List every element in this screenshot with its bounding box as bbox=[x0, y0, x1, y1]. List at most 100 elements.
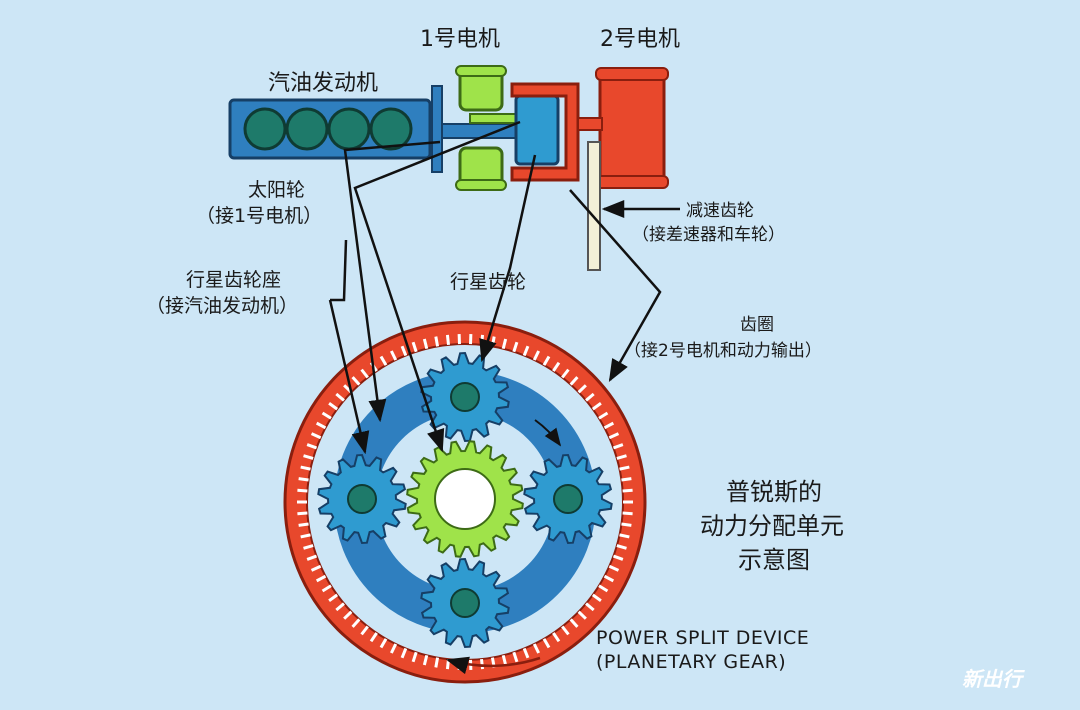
ring-tooth bbox=[569, 376, 579, 386]
ring-tooth bbox=[298, 522, 309, 527]
ring-tooth bbox=[561, 368, 570, 379]
ring-tooth bbox=[434, 657, 440, 668]
ring-tooth bbox=[577, 384, 587, 394]
title-line-2: 动力分配单元 bbox=[700, 512, 844, 540]
english-title-line-2: (PLANETARY GEAR) bbox=[596, 651, 786, 673]
ring-tooth bbox=[400, 647, 408, 659]
ring-tooth bbox=[411, 341, 418, 353]
engine-block bbox=[228, 98, 432, 160]
ring-tooth bbox=[577, 610, 587, 620]
ring-tooth bbox=[622, 488, 633, 493]
ring-tooth bbox=[400, 345, 408, 357]
ring-tooth bbox=[598, 411, 609, 420]
ring-tooth bbox=[512, 651, 519, 663]
ring-tooth bbox=[445, 334, 450, 346]
carrier-note: （接汽油发动机） bbox=[146, 295, 298, 317]
rotation-arrow-ring bbox=[445, 656, 541, 675]
ring-tooth bbox=[315, 421, 327, 430]
ring-tooth bbox=[585, 392, 595, 402]
title-line-3: 示意图 bbox=[738, 546, 810, 574]
ring-tooth bbox=[360, 368, 369, 379]
ring-tooth bbox=[561, 625, 570, 636]
sun-gear bbox=[406, 440, 524, 558]
watermark-logo: 新出行 bbox=[962, 667, 1025, 691]
reduction-gear-label: 减速齿轮 bbox=[686, 201, 754, 221]
ring-tooth bbox=[300, 465, 311, 471]
engine-label: 汽油发动机 bbox=[268, 71, 378, 96]
title-line-1: 普锐斯的 bbox=[726, 478, 822, 506]
ring-tooth bbox=[522, 647, 530, 659]
sun-gear-label: 太阳轮 bbox=[248, 179, 305, 201]
ring-tooth bbox=[480, 334, 485, 346]
planet-gear-label: 行星齿轮 bbox=[450, 271, 526, 293]
ring-tooth bbox=[306, 443, 318, 450]
ring-tooth bbox=[298, 477, 309, 482]
planet-hub bbox=[450, 382, 480, 412]
ring-tooth bbox=[297, 511, 308, 516]
ring-tooth bbox=[335, 392, 345, 402]
ring-tooth bbox=[351, 376, 361, 386]
ring-tooth bbox=[335, 602, 345, 612]
ring-tooth bbox=[379, 638, 388, 649]
motor2-label: 2号电机 bbox=[600, 27, 680, 52]
ring-tooth bbox=[501, 654, 508, 666]
ring-tooth bbox=[612, 443, 624, 450]
motor2-block bbox=[577, 67, 669, 189]
planet-hub bbox=[450, 588, 480, 618]
ring-tooth bbox=[411, 651, 418, 663]
ring-tooth bbox=[480, 658, 485, 670]
ring-gear-label: 齿圈 bbox=[740, 315, 774, 335]
ring-tooth bbox=[512, 341, 519, 353]
ring-tooth bbox=[321, 411, 332, 420]
ring-tooth bbox=[532, 350, 540, 361]
ring-tooth bbox=[603, 574, 615, 583]
rotation-arrow-right bbox=[534, 419, 562, 447]
ring-tooth bbox=[616, 454, 627, 460]
ring-tooth bbox=[608, 564, 620, 572]
motor1-label: 1号电机 bbox=[420, 27, 500, 52]
ring-tooth bbox=[522, 345, 530, 357]
ring-tooth bbox=[328, 402, 339, 411]
ring-tooth bbox=[390, 643, 398, 654]
ring-tooth bbox=[297, 488, 308, 493]
ring-tooth bbox=[360, 625, 369, 636]
carrier-housing bbox=[514, 94, 560, 166]
ring-tooth bbox=[591, 593, 602, 602]
sun-gear-note: （接1号电机） bbox=[196, 205, 322, 227]
english-title-line-1: POWER SPLIT DEVICE bbox=[596, 627, 809, 649]
ring-tooth bbox=[369, 632, 378, 643]
planet-hub bbox=[347, 484, 377, 514]
ring-tooth bbox=[379, 355, 388, 366]
engine-flywheel bbox=[431, 85, 443, 173]
reduction-gear-shaft bbox=[587, 141, 601, 271]
ring-tooth bbox=[616, 544, 627, 550]
planet-gears bbox=[317, 351, 613, 649]
ring-tooth bbox=[619, 533, 630, 539]
ring-tooth bbox=[390, 350, 398, 361]
carrier-label: 行星齿轮座 bbox=[186, 269, 281, 291]
ring-tooth bbox=[619, 465, 630, 471]
planet-hub bbox=[553, 484, 583, 514]
ring-tooth bbox=[303, 454, 314, 460]
ring-tooth bbox=[621, 522, 632, 527]
ring-tooth bbox=[310, 564, 322, 572]
ring-tooth bbox=[621, 477, 632, 482]
motor1-block bbox=[455, 65, 507, 191]
ring-tooth bbox=[591, 402, 602, 411]
ring-tooth bbox=[343, 610, 353, 620]
ring-tooth bbox=[608, 432, 620, 440]
ring-tooth bbox=[306, 554, 318, 561]
leader-lines bbox=[328, 120, 680, 455]
ring-tooth bbox=[490, 336, 496, 347]
ring-housing bbox=[510, 82, 580, 182]
ring-tooth bbox=[612, 554, 624, 561]
ring-tooth bbox=[552, 361, 561, 372]
ring-tooth bbox=[603, 421, 615, 430]
ring-tooth bbox=[622, 511, 633, 516]
ring-tooth bbox=[552, 632, 561, 643]
ring-tooth bbox=[542, 355, 551, 366]
ring-tooth bbox=[315, 574, 327, 583]
ring-tooth bbox=[321, 584, 332, 593]
